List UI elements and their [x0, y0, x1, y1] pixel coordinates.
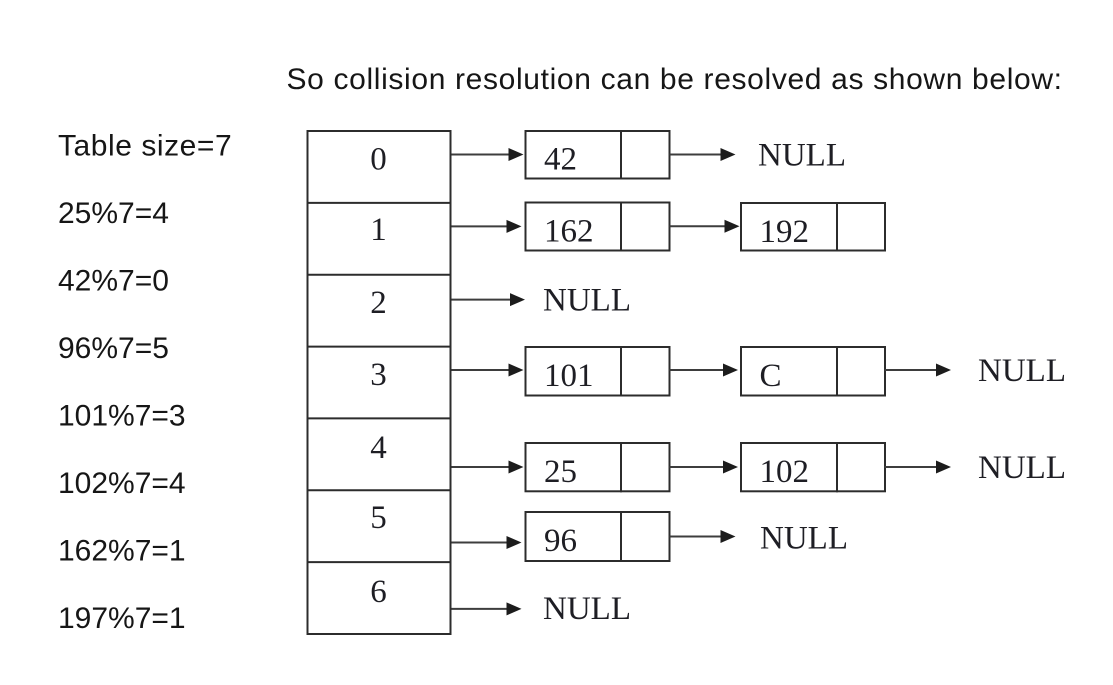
svg-text:25: 25 [544, 454, 577, 490]
svg-text:So collision resolution can be: So collision resolution can be resolved … [287, 63, 1063, 96]
svg-text:NULL: NULL [978, 450, 1066, 486]
svg-text:0: 0 [370, 142, 387, 178]
svg-text:192: 192 [760, 214, 810, 250]
svg-text:96: 96 [544, 523, 577, 559]
svg-text:4: 4 [370, 430, 387, 466]
svg-text:102%7=4: 102%7=4 [58, 467, 186, 500]
svg-text:NULL: NULL [978, 353, 1066, 389]
svg-text:NULL: NULL [543, 591, 631, 627]
svg-text:162%7=1: 162%7=1 [58, 535, 186, 568]
svg-text:102: 102 [760, 454, 810, 490]
svg-text:25%7=4: 25%7=4 [58, 197, 169, 230]
svg-text:1: 1 [370, 212, 387, 248]
svg-text:101: 101 [544, 358, 594, 394]
svg-text:162: 162 [544, 214, 594, 250]
svg-text:2: 2 [370, 285, 387, 321]
svg-text:96%7=5: 96%7=5 [58, 332, 169, 365]
svg-text:Table size=7: Table size=7 [58, 130, 232, 163]
svg-text:NULL: NULL [543, 283, 631, 319]
svg-text:197%7=1: 197%7=1 [58, 602, 186, 635]
svg-text:5: 5 [370, 500, 387, 536]
svg-text:3: 3 [370, 357, 387, 393]
svg-text:NULL: NULL [760, 521, 848, 557]
svg-text:42: 42 [544, 142, 577, 178]
svg-text:42%7=0: 42%7=0 [58, 265, 169, 298]
svg-text:C: C [760, 358, 782, 394]
svg-text:101%7=3: 101%7=3 [58, 400, 186, 433]
svg-text:6: 6 [370, 574, 387, 610]
svg-text:NULL: NULL [758, 138, 846, 174]
